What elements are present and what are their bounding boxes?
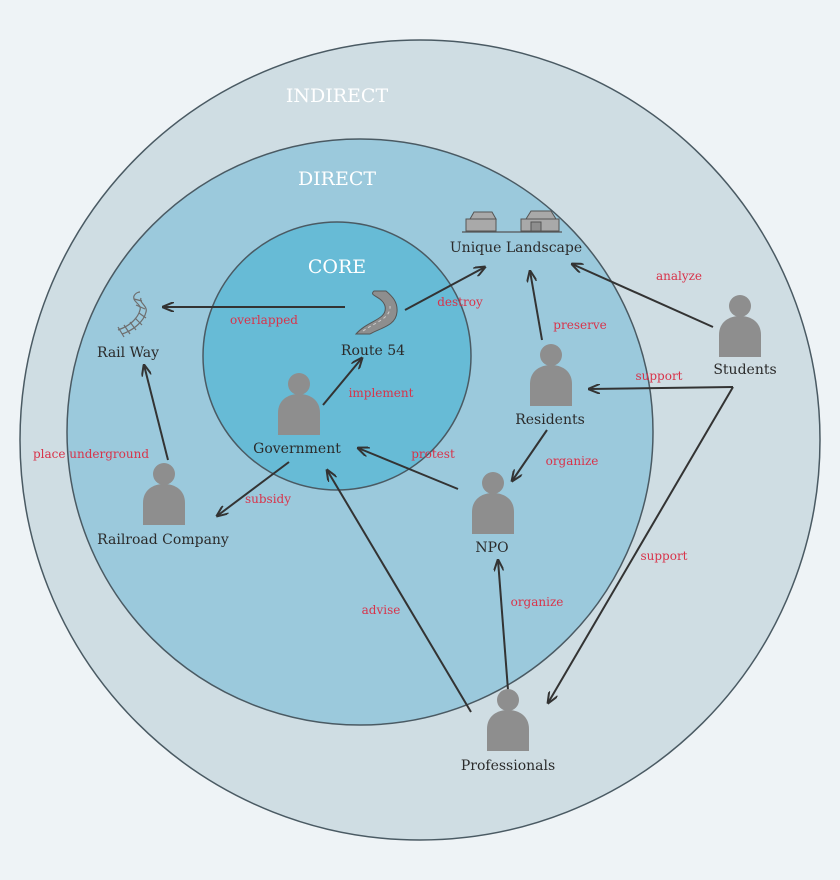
core-label: CORE bbox=[308, 256, 366, 278]
houses-icon bbox=[462, 210, 562, 233]
unique-landscape-label: Unique Landscape bbox=[450, 240, 582, 256]
arrow-place-underground bbox=[144, 365, 169, 461]
route54-label: Route 54 bbox=[341, 343, 405, 359]
edge-label-implement: implement bbox=[349, 386, 414, 400]
edge-label-preserve: preserve bbox=[553, 318, 606, 332]
arrow-destroy bbox=[404, 267, 485, 311]
government-label: Government bbox=[253, 441, 341, 457]
edge-label-support-professionals: support bbox=[640, 549, 687, 563]
professionals-label: Professionals bbox=[461, 758, 555, 774]
railroad-company-label: Railroad Company bbox=[97, 532, 229, 548]
students-label: Students bbox=[713, 362, 776, 378]
direct-label: DIRECT bbox=[298, 168, 376, 190]
arrow-support-professionals bbox=[548, 386, 734, 703]
edge-label-support-residents: support bbox=[635, 369, 682, 383]
edge-label-analyze: analyze bbox=[656, 269, 702, 283]
arrow-protest bbox=[358, 448, 459, 490]
residents-label: Residents bbox=[515, 412, 585, 428]
edge-label-overlapped: overlapped bbox=[230, 313, 298, 327]
arrows bbox=[144, 264, 734, 713]
arrow-implement bbox=[322, 358, 362, 406]
edge-label-organize-residents: organize bbox=[546, 454, 599, 468]
indirect-label: INDIRECT bbox=[286, 85, 389, 107]
edge-label-protest: protest bbox=[411, 447, 455, 461]
edge-label-place-underground: place underground bbox=[33, 447, 149, 461]
arrow-organize-professionals bbox=[498, 560, 509, 691]
arrow-organize-residents bbox=[512, 429, 548, 481]
edge-label-organize-professionals: organize bbox=[511, 595, 564, 609]
core-ring bbox=[202, 221, 472, 491]
rail-way-label: Rail Way bbox=[97, 345, 159, 361]
edge-label-subsidy: subsidy bbox=[245, 492, 291, 506]
road-icon bbox=[354, 290, 398, 335]
arrow-analyze bbox=[572, 264, 714, 328]
npo-label: NPO bbox=[475, 540, 508, 556]
arrow-advise bbox=[327, 470, 472, 713]
railway-icon bbox=[117, 291, 147, 338]
arrow-support-residents bbox=[589, 387, 734, 389]
arrow-preserve bbox=[530, 271, 543, 341]
edge-label-advise: advise bbox=[362, 603, 401, 617]
arrow-subsidy bbox=[217, 461, 290, 516]
edge-label-destroy: destroy bbox=[437, 295, 483, 309]
